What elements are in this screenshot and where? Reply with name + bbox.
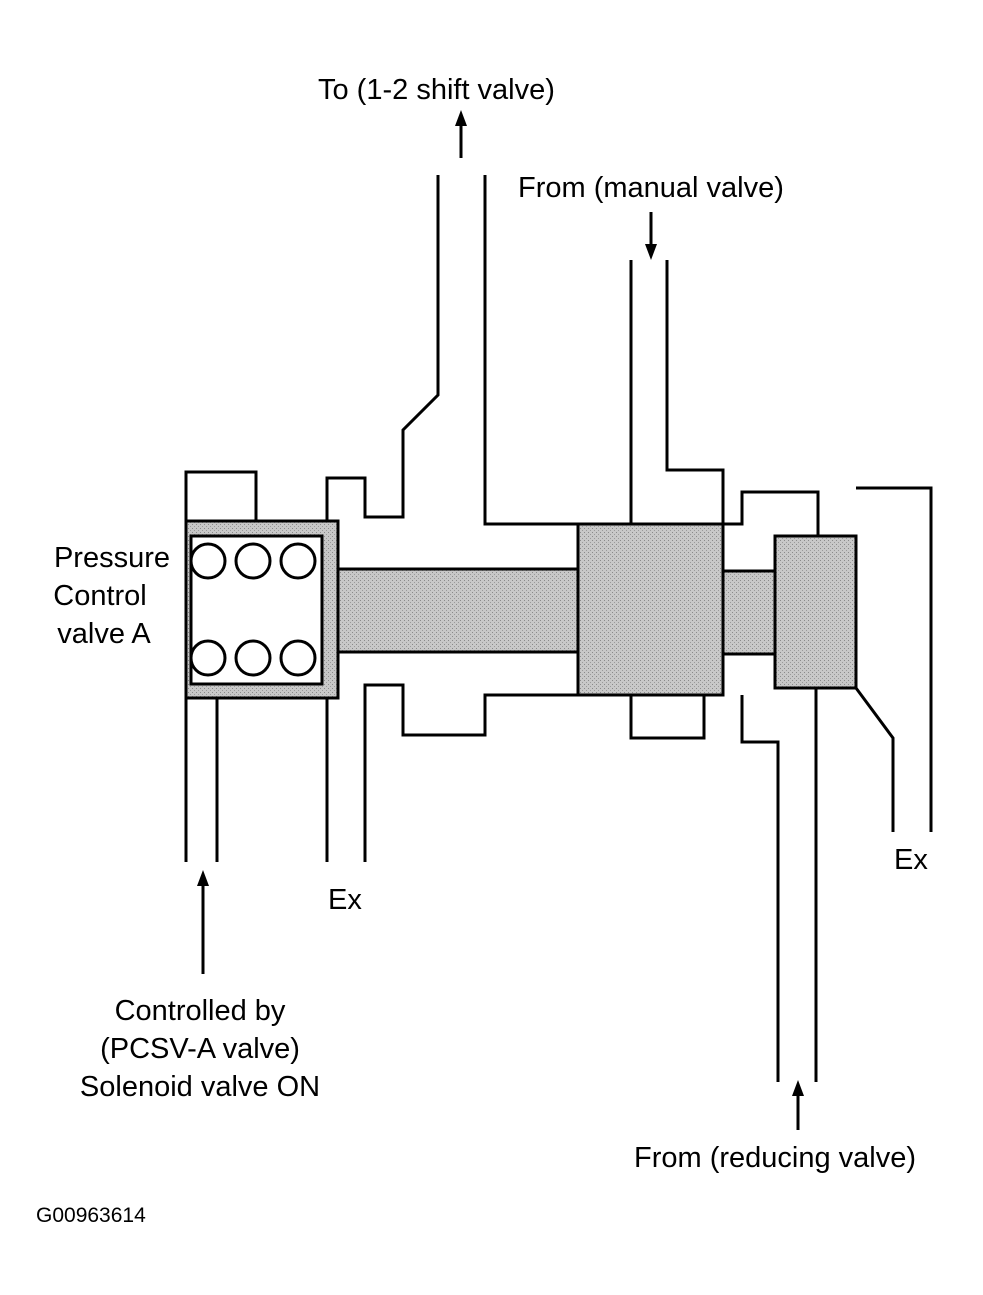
arrow-up-controlled-icon — [197, 870, 209, 886]
label-pcv-line-1: Pressure — [53, 542, 171, 574]
arrow-up-reducing-icon — [792, 1080, 804, 1096]
label-from-reducing-valve: From (reducing valve) — [634, 1142, 917, 1174]
ball-5 — [234, 639, 272, 677]
label-ex-right: Ex — [894, 844, 928, 876]
flow-arrows — [197, 110, 804, 1130]
label-ex-left: Ex — [328, 884, 362, 916]
figure-code: G00963614 — [36, 1204, 146, 1227]
spool-land-right — [773, 534, 858, 690]
arrow-down-manual-icon — [645, 244, 657, 260]
spool-rod-right — [721, 569, 777, 656]
ball-4 — [189, 639, 227, 677]
label-from-manual-valve: From (manual valve) — [518, 172, 784, 204]
label-to-shift-valve: To (1-2 shift valve) — [318, 74, 555, 106]
valve-body-lines — [184, 175, 933, 1082]
label-pcv-line-2: Control — [53, 580, 147, 612]
arrow-up-to-shift-icon — [455, 110, 467, 126]
ball-6 — [279, 639, 317, 677]
label-controlled-line-3: Solenoid valve ON — [79, 1071, 321, 1103]
label-controlled-line-1: Controlled by — [114, 995, 286, 1027]
ball-1 — [189, 542, 227, 580]
ball-2 — [234, 542, 272, 580]
spool-rod-left — [336, 567, 580, 654]
pcv-housing — [184, 519, 340, 700]
valve-spool — [336, 522, 858, 697]
label-controlled-line-2: (PCSV-A valve) — [100, 1033, 300, 1065]
spool-land-main — [576, 522, 725, 697]
label-pcv-line-3: valve A — [57, 618, 151, 650]
ball-3 — [279, 542, 317, 580]
